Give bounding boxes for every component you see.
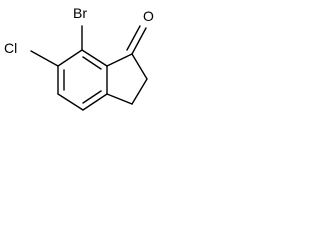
structure-diagram: Br Cl O [4,5,154,111]
oxygen-label: O [143,8,154,24]
bond-c3-c3a [106,93,133,105]
double-bond-c7-c7a [82,56,102,70]
bond-c6-cl [30,50,59,67]
bond-c7-c7a [81,49,108,67]
carbonyl-bond [131,27,147,55]
bond-c3a-c4 [82,93,108,111]
bond-c4-c5 [57,93,84,111]
bond-c7a-c1 [106,53,133,67]
double-bond-c3a-c4 [82,90,102,104]
bond-c1-c2 [131,53,148,80]
carbonyl-double-bond [126,25,141,51]
bond-c6-c7 [57,49,83,67]
bond-c2-c3 [131,78,148,105]
chlorine-label: Cl [4,40,17,56]
bromine-label: Br [73,5,87,21]
